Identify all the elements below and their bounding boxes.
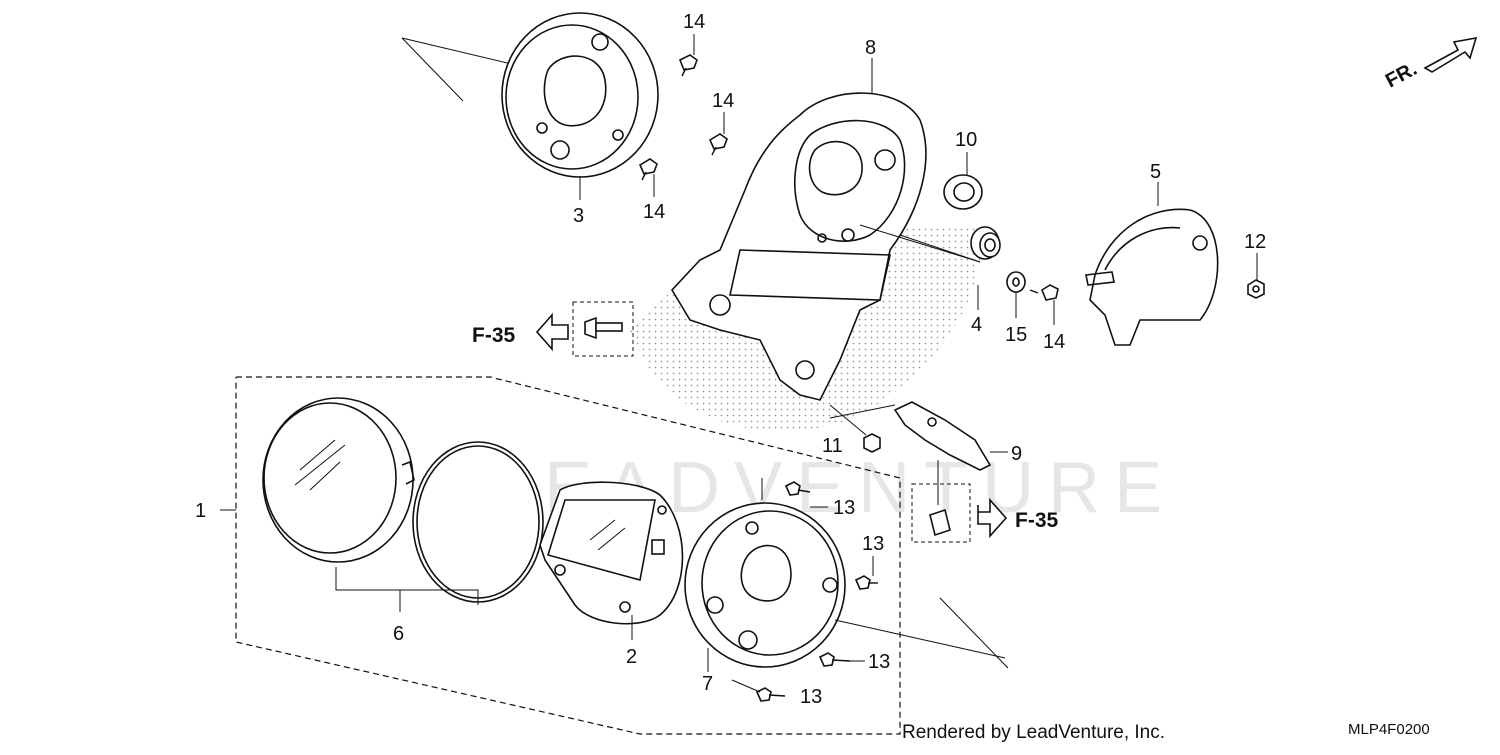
screw-13-a (761, 478, 828, 508)
callout-11: 11 (822, 435, 843, 457)
callout-8: 8 (865, 37, 876, 59)
screw-13-b (854, 556, 878, 590)
callout-13: 13 (862, 533, 884, 555)
callout-1: 1 (195, 500, 206, 522)
section-ref-right-label[interactable]: F-35 (1015, 509, 1059, 532)
callout-13: 13 (833, 497, 855, 519)
bracket-part-8 (671, 58, 927, 401)
callout-14: 14 (712, 90, 734, 112)
diagram-code: MLP4F0200 (1348, 721, 1430, 738)
reference-line (834, 619, 1006, 659)
assembly-outline (220, 376, 901, 735)
clip-part-9 (829, 401, 1008, 471)
screw-13-c (818, 652, 865, 667)
callout-14: 14 (683, 11, 705, 33)
callout-6: 6 (393, 623, 404, 645)
front-case-part-7 (684, 502, 846, 672)
rear-cover-part-5 (1085, 182, 1219, 346)
callout-13: 13 (868, 651, 890, 673)
screw-14-lower (638, 158, 658, 197)
callout-12: 12 (1244, 231, 1266, 253)
nut-part-12 (1247, 253, 1265, 299)
callout-15: 15 (1005, 324, 1027, 346)
section-ref-left-label[interactable]: F-35 (472, 324, 516, 347)
gasket-ring (412, 441, 544, 603)
callout-3: 3 (573, 205, 584, 227)
lens-part-6 (262, 397, 415, 563)
render-credit: Rendered by LeadVenture, Inc. (902, 722, 1165, 743)
callout-6-bracket (335, 567, 479, 612)
washer-part-15 (1006, 271, 1026, 318)
bolt-14-right (1029, 284, 1059, 325)
section-ref-left[interactable]: F-35 (472, 301, 634, 357)
reference-line (939, 597, 1009, 669)
callout-14: 14 (643, 201, 665, 223)
callout-10: 10 (955, 129, 977, 151)
section-ref-right[interactable]: F-35 (911, 460, 1059, 543)
front-marker-label: FR. (1382, 58, 1421, 93)
bolt-part-11 (829, 404, 881, 453)
grommet-part-10 (943, 152, 983, 210)
callout-2: 2 (626, 646, 637, 668)
callout-4: 4 (971, 314, 982, 336)
screw-14-top (678, 34, 698, 77)
callout-14: 14 (1043, 331, 1065, 353)
screw-13-d (731, 679, 786, 702)
collar-part-4 (859, 224, 1001, 310)
callout-9: 9 (1011, 443, 1022, 465)
front-direction-marker: FR. (1382, 36, 1478, 93)
rear-case-part-3 (401, 12, 659, 200)
meter-unit-part-2 (539, 481, 684, 640)
callout-13: 13 (800, 686, 822, 708)
callout-5: 5 (1150, 161, 1161, 183)
callout-7: 7 (702, 673, 713, 695)
screw-14-mid (708, 112, 728, 156)
